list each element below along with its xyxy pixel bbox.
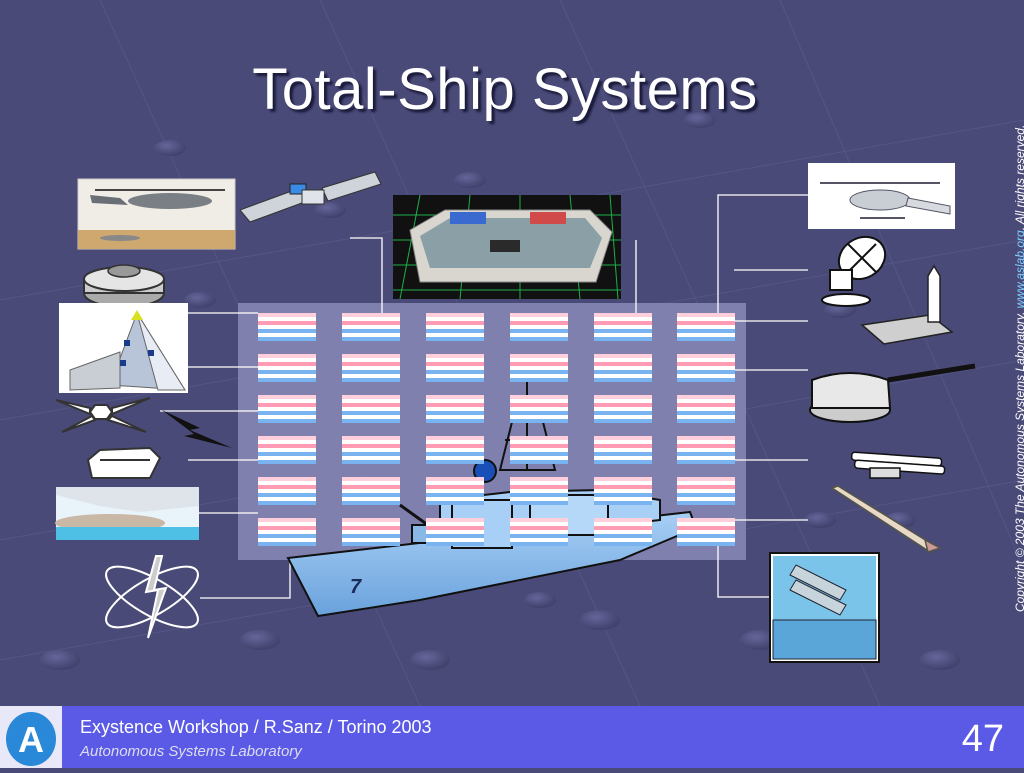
system-cell <box>677 477 735 507</box>
missile-icon <box>830 485 942 553</box>
hull-number: 7 <box>350 576 362 598</box>
system-cell <box>677 354 735 384</box>
radar-pyramid-icon <box>59 303 188 393</box>
system-cell <box>426 395 484 425</box>
atom-bolt-icon <box>105 555 199 639</box>
aslab-logo: A <box>0 706 62 768</box>
system-cell <box>258 518 316 548</box>
system-cell <box>258 395 316 425</box>
logo-a-icon: A <box>6 712 56 766</box>
system-cell <box>342 395 400 425</box>
system-cell <box>594 518 652 548</box>
copyright-notice: Copyright © 2003 The Autonomous Systems … <box>1013 125 1024 612</box>
system-cell <box>342 477 400 507</box>
page-number: 47 <box>961 718 1004 760</box>
bow-wave-photo <box>55 487 199 540</box>
footer-bar: A Exystence Workshop / R.Sanz / Torino 2… <box>0 706 1024 768</box>
system-cell <box>677 395 735 425</box>
system-cell <box>677 313 735 343</box>
system-cell <box>594 354 652 384</box>
footer-lab: Autonomous Systems Laboratory <box>80 743 302 760</box>
system-cell <box>342 436 400 466</box>
radar-dish-icon <box>821 235 887 307</box>
missile-launcher-icon <box>860 264 954 345</box>
system-cell <box>677 436 735 466</box>
system-cell <box>258 477 316 507</box>
system-cell <box>342 354 400 384</box>
system-cell <box>594 395 652 425</box>
system-cell <box>426 313 484 343</box>
system-cell <box>426 436 484 466</box>
system-cell <box>510 477 568 507</box>
system-cell <box>342 313 400 343</box>
system-cell <box>594 313 652 343</box>
system-cell <box>510 518 568 548</box>
satellite-icon <box>239 171 382 223</box>
helicopter-photo <box>77 178 236 250</box>
sonar-dome-icon <box>83 264 165 308</box>
system-cell <box>594 436 652 466</box>
lightning-icon <box>162 410 232 448</box>
system-cell <box>426 354 484 384</box>
copyright-suffix: . All rights reserved. <box>1013 124 1024 231</box>
aslab-link[interactable]: www.aslab.org <box>1013 230 1024 309</box>
system-cell <box>258 354 316 384</box>
sonar-block-icon <box>86 446 162 479</box>
slide-title: Total-Ship Systems <box>252 57 758 122</box>
system-cell <box>426 518 484 548</box>
system-cell <box>426 477 484 507</box>
system-cell <box>510 354 568 384</box>
system-cell <box>342 518 400 548</box>
system-cell <box>677 518 735 548</box>
system-cell <box>258 436 316 466</box>
deck-launcher-icon <box>769 552 880 663</box>
torpedo-launcher-icon <box>850 451 946 479</box>
system-cell <box>510 395 568 425</box>
gun-turret-icon <box>809 363 976 423</box>
system-cell <box>258 313 316 343</box>
system-cell <box>594 477 652 507</box>
antenna-array-icon <box>55 397 151 433</box>
copyright-prefix: Copyright © 2003 The Autonomous Systems … <box>1013 311 1024 612</box>
system-cell <box>510 313 568 343</box>
svg-text:A: A <box>18 719 44 760</box>
footer-event: Exystence Workshop / R.Sanz / Torino 200… <box>80 717 432 737</box>
helicopter-drone-photo <box>808 163 955 229</box>
control-room-image <box>393 194 621 300</box>
system-cell <box>510 436 568 466</box>
